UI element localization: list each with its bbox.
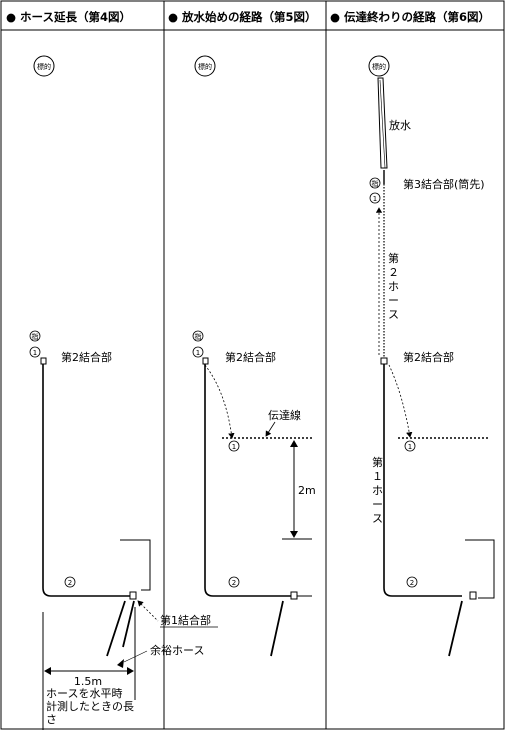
measure-text-1: ホースを水平時 [46,687,122,700]
spare-hose-2 [122,600,135,648]
hose-1-char-2: １ [372,470,383,483]
holder-circle [369,177,381,189]
joint-2-label: 第2結合部 [225,350,276,364]
spare-hose [448,600,463,657]
distance-label: 1.5m [74,675,102,688]
hose-1-char-4: ー [372,498,383,511]
person-1-label: 1 [373,195,377,203]
hose-line [42,364,135,597]
joint-3-label: 第3結合部(筒先) [403,177,485,191]
joint-2-label: 第2結合部 [403,350,454,364]
target-circle [194,55,216,77]
person-2-label: 2 [68,579,72,587]
joint-1-marker [129,591,137,600]
target-label: 標的 [198,62,212,71]
hose-2-char-5: ス [388,308,399,321]
holder-circle [192,330,204,342]
person-1-label: 1 [196,349,200,357]
person-1-new-circle [404,440,416,452]
target-circle [368,55,390,77]
holder-label: 指 [372,179,379,188]
water-stream [379,79,386,169]
person-2-circle [406,576,418,588]
height-label: 2m [298,484,316,497]
person-1-label: 1 [33,349,37,357]
panel-2-header: ● 放水始めの経路（第5図） [168,10,317,24]
hydrant-outline [465,539,495,599]
hose-1-char-1: 第 [372,455,383,469]
person-2-label: 2 [410,579,414,587]
panel-1-header: ● ホース延長（第4図） [6,10,131,24]
joint-1-label: 第1結合部 [160,613,211,627]
hose-line [204,364,293,597]
panel-2: 標的 指 1 第2結合部 2 1 伝達線 2m [192,55,316,657]
move-path [204,364,235,439]
person-1-new-label: 1 [408,443,412,451]
joint-2-label: 第2結合部 [61,350,112,364]
hose-2-char-3: ホ [388,280,399,293]
spare-hose-1 [106,600,126,657]
joint-2-marker [380,357,388,365]
joint-2-marker [40,357,47,365]
panel-1: 標的 指 1 第2結合部 2 第1結合部 余裕ホース 1.5m ホースを水平時 … [29,55,218,730]
hose-2-char-4: ー [388,294,399,307]
holder-circle [29,330,41,342]
holder-label: 指 [195,332,202,341]
hose-2-char-1: 第 [388,251,399,265]
spare-hose [270,600,284,657]
measure-text-3: さ [46,713,57,726]
hose-1-char-3: ホ [372,484,383,497]
hose-1-char-5: ス [372,512,383,525]
person-2-circle [228,576,240,588]
relay-line-pointer [265,421,276,437]
spare-hose-pointer [117,659,124,668]
joint-1-marker [290,591,298,600]
joint-1-leader [137,600,159,622]
relay-line-label: 伝達線 [268,408,301,422]
target-circle [33,55,55,77]
person-1-new-label: 1 [232,443,236,451]
hydrant-outline [120,539,151,591]
measure-text-2: 計測したときの長 [46,699,134,713]
holder-label: 指 [32,332,39,341]
target-label: 標的 [372,62,386,71]
spare-hose-label: 余裕ホース [150,643,204,657]
hose-2-char-2: ２ [388,266,399,279]
person-1-circle [369,192,381,204]
hose-1-line [383,364,462,597]
panel-3-header: ● 伝達終わりの経路（第6図） [330,10,490,24]
panel-3: 標的 放水 指 1 第3結合部(筒先) 第 ２ ホ ー ス 第2結合部 第 １ … [368,55,495,657]
person-2-circle [64,576,76,588]
spray-label: 放水 [389,118,411,132]
move-path [388,364,413,438]
target-label: 標的 [37,62,51,71]
person-1-new-circle [228,440,240,452]
person-2-label: 2 [232,579,236,587]
person-1-circle [192,346,204,358]
joint-1-marker [469,591,477,600]
person-1-circle [29,346,41,358]
joint-2-marker [202,357,209,365]
